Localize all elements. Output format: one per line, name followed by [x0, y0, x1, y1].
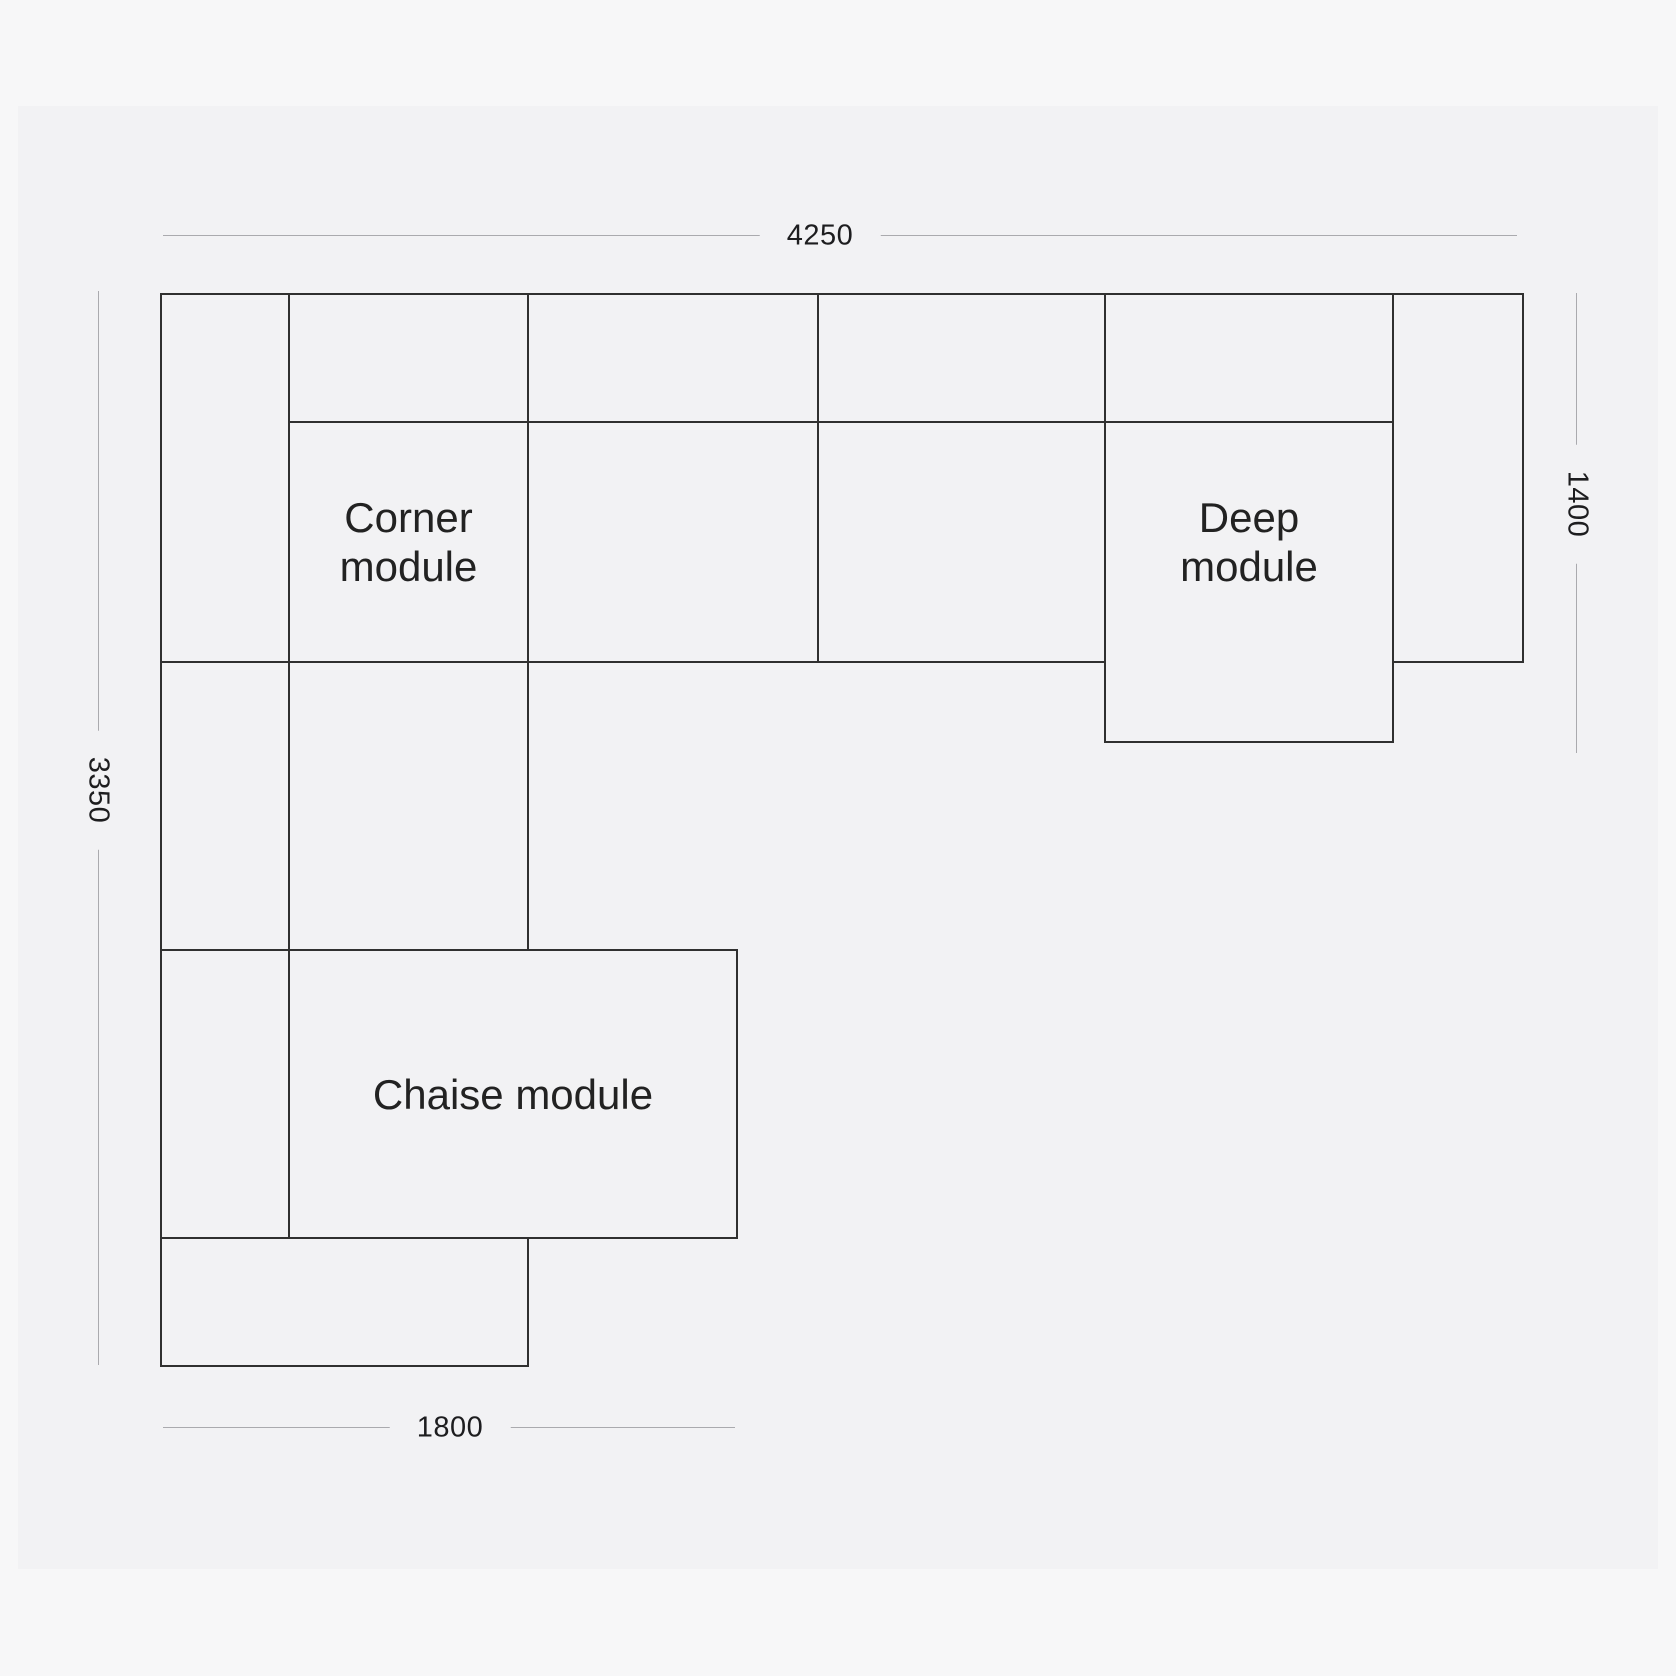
sofa-bottom-edge — [160, 1365, 529, 1367]
deep-module-label-line2: module — [1180, 543, 1318, 590]
deep-module-label-text: Deep module — [1180, 493, 1318, 591]
corner-module-label-text: Corner module — [340, 493, 478, 591]
sofa-top-edge — [160, 293, 1524, 295]
right-armrest-bottom-line — [1392, 661, 1524, 663]
deep-module-bottom-line — [1104, 741, 1394, 743]
deep-module-label: Deep module — [1105, 422, 1393, 662]
sofa-right-edge — [1522, 293, 1524, 663]
dimension-bottom-value: 1800 — [389, 1409, 511, 1447]
seat-front-line — [160, 661, 1106, 663]
dimension-right-value: 1400 — [1558, 444, 1596, 564]
sofa-left-edge — [160, 293, 162, 1367]
bottom-seat-right-line — [527, 1237, 529, 1367]
corner-module-label: Corner module — [289, 422, 528, 662]
dimension-left-value: 3350 — [79, 730, 117, 850]
chaise-module-label-text: Chaise module — [372, 1070, 654, 1118]
backrest-front-line — [288, 421, 1394, 423]
left-armrest-inner-line — [288, 293, 290, 1239]
mid-seat-divider-line — [817, 293, 819, 663]
corner-module-label-line2: module — [339, 543, 478, 590]
right-armrest-inner-line — [1392, 293, 1394, 743]
deep-module-left-line — [1104, 293, 1106, 743]
chaise-module-right-line — [736, 949, 738, 1239]
corner-module-label-line1: Corner — [344, 494, 473, 541]
dimension-top-value: 4250 — [759, 217, 881, 255]
chaise-module-top-line — [160, 949, 738, 951]
deep-module-label-line1: Deep — [1198, 494, 1300, 541]
diagram-card: 4250 3350 1400 1800 Corner module — [18, 106, 1658, 1569]
chaise-module-label: Chaise module — [289, 950, 737, 1238]
chaise-module-bottom-line — [160, 1237, 738, 1239]
corner-module-right-line — [527, 293, 529, 951]
